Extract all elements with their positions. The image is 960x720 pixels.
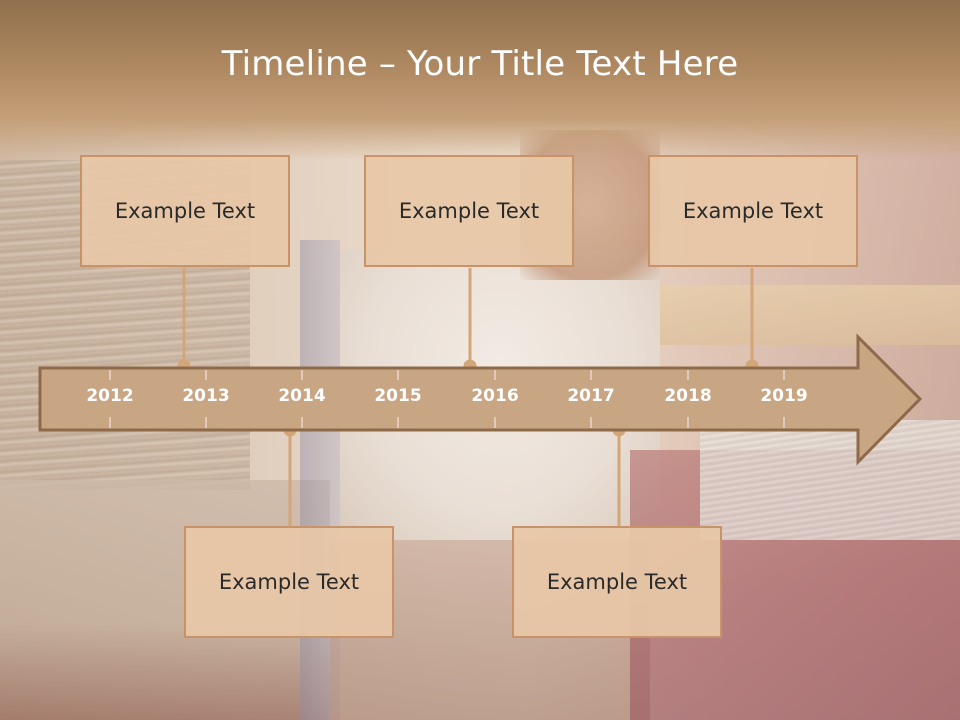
year-label-2019: 2019	[760, 386, 808, 406]
callout-box-top-1[interactable]: Example Text	[80, 155, 290, 267]
callout-text: Example Text	[114, 199, 256, 223]
year-label-2013: 2013	[182, 386, 230, 406]
year-label-2014: 2014	[278, 386, 326, 406]
background-paper-pile	[700, 420, 960, 540]
callout-text: Example Text	[398, 199, 540, 223]
title-band	[0, 0, 960, 160]
callout-box-top-3[interactable]: Example Text	[648, 155, 858, 267]
callout-box-bottom-2[interactable]: Example Text	[512, 526, 722, 638]
callout-box-top-2[interactable]: Example Text	[364, 155, 574, 267]
year-ticks	[109, 370, 785, 428]
slide-title: Timeline – Your Title Text Here	[221, 44, 739, 84]
callout-text: Example Text	[546, 570, 688, 594]
year-label-2017: 2017	[567, 386, 615, 406]
year-label-2016: 2016	[471, 386, 519, 406]
year-label-2015: 2015	[374, 386, 422, 406]
callout-box-bottom-1[interactable]: Example Text	[184, 526, 394, 638]
callout-text: Example Text	[682, 199, 824, 223]
year-label-2012: 2012	[86, 386, 134, 406]
timeline-arrow	[38, 333, 923, 466]
callout-text: Example Text	[218, 570, 360, 594]
background-folder-top	[660, 285, 960, 345]
year-label-2018: 2018	[664, 386, 712, 406]
